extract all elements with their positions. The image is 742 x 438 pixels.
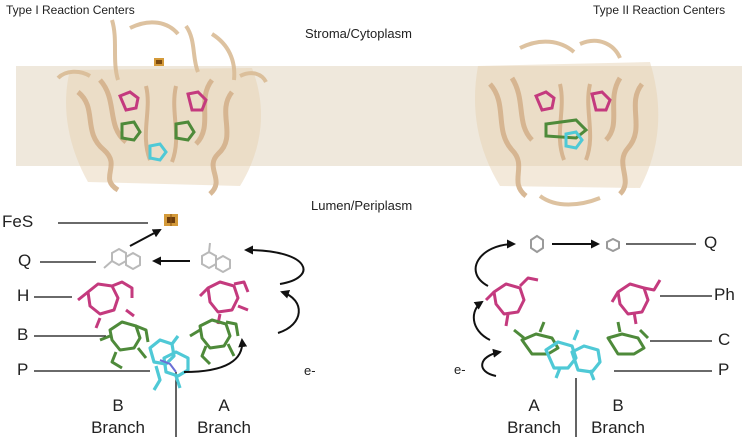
type1-embedded-pigments — [118, 90, 208, 162]
t1-special-pair — [148, 335, 190, 391]
t2-label-p: P — [718, 360, 730, 379]
t1-arrow-h-to-q — [244, 245, 305, 285]
t2-electron-label: e- — [454, 362, 466, 377]
t2-branch-a-word: Branch — [507, 418, 561, 437]
stroma-label: Stroma/Cytoplasm — [305, 26, 412, 41]
type1-protein-structure — [56, 19, 268, 196]
t2-pigment-c-a — [513, 321, 560, 356]
t2-pigment-ph-b — [610, 279, 662, 325]
t1-special-pair-accent — [159, 359, 177, 373]
t1-label-p: P — [17, 360, 29, 379]
t2-label-q: Q — [704, 233, 718, 252]
t2-branch-a-letter: A — [528, 396, 540, 415]
type2-protein-structure — [474, 38, 659, 207]
t1-branch-a-letter: A — [218, 396, 230, 415]
t1-arrow-p-to-b — [183, 338, 248, 373]
t2-label-ph: Ph — [714, 285, 735, 304]
lumen-label: Lumen/Periplasm — [311, 198, 413, 213]
t2-special-pair — [544, 329, 602, 381]
t1-arrow-q-to-fes — [129, 229, 162, 247]
t2-branch-b-letter: B — [612, 396, 624, 415]
t1-label-b: B — [17, 325, 29, 344]
t1-pigment-b-b — [99, 320, 150, 370]
t2-branch-b-word: Branch — [591, 418, 645, 437]
type2-embedded-pigments — [534, 90, 612, 150]
t1-branch-a-word: Branch — [197, 418, 251, 437]
t2-arrow-c-to-ph — [472, 300, 491, 341]
t1-branch-b-letter: B — [112, 396, 124, 415]
t1-label-q: Q — [18, 251, 32, 270]
t2-quinone-a — [530, 234, 544, 254]
t1-branch-b-word: Branch — [91, 418, 145, 437]
t2-arrow-ph-to-q — [474, 239, 516, 287]
t2-pigment-c-b — [606, 321, 650, 356]
t1-quinone-b — [103, 247, 141, 271]
t2-label-c: C — [718, 330, 731, 349]
type1-fes-cluster-top — [154, 58, 164, 66]
t1-pigment-h-a — [198, 280, 250, 325]
t1-quinone-a — [201, 242, 231, 274]
t1-label-fes: FeS — [2, 212, 34, 231]
type2-title: Type II Reaction Centers — [593, 3, 726, 17]
t2-quinone-b — [606, 237, 620, 253]
t2-arrow-p-to-c — [481, 348, 502, 377]
membrane-band — [16, 66, 742, 166]
t1-fes-cluster — [164, 214, 178, 226]
type1-title: Type I Reaction Centers — [6, 3, 135, 17]
t1-pigment-b-a — [189, 318, 240, 366]
t1-electron-label: e- — [304, 363, 316, 378]
t1-pigment-h-b — [77, 280, 135, 329]
t2-pigment-ph-a — [484, 276, 539, 327]
t1-label-h: H — [17, 286, 30, 305]
t1-arrow-b-to-h — [277, 289, 300, 334]
